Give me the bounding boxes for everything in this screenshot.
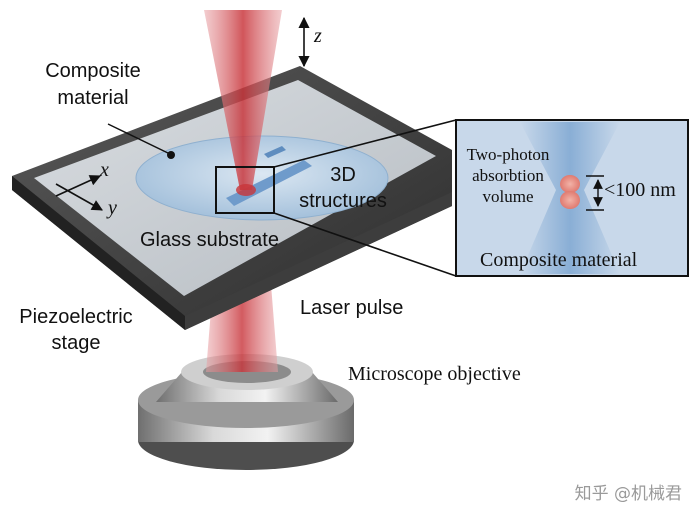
focus-region-box <box>215 166 275 214</box>
laser-focal-spot <box>236 184 256 196</box>
inset-zoom-panel <box>455 119 689 277</box>
x-axis-arrow <box>55 175 102 197</box>
inset-material-label: Composite material <box>480 249 638 271</box>
pointer-dot <box>167 151 175 159</box>
glass-substrate-label: Glass substrate <box>140 229 279 251</box>
3d-structures-label: 3D structures <box>299 164 387 212</box>
voxel-bottom <box>560 191 580 209</box>
composite-material-resin <box>135 135 389 221</box>
y-axis-arrow <box>55 183 103 211</box>
composite-material-label: Composite material <box>45 60 141 109</box>
y-axis-label: y <box>108 197 117 219</box>
size-label: <100 nm <box>604 179 676 201</box>
two-photon-volume-label: Two-photon absorbtion volume <box>466 145 550 206</box>
x-axis-label: x <box>100 159 109 181</box>
watermark: 知乎 @机械君 <box>574 484 682 504</box>
microscope-objective-label: Microscope objective <box>348 363 521 385</box>
laser-beam-upper <box>204 10 282 190</box>
z-axis-label: z <box>314 25 322 47</box>
composite-material-pointer <box>107 123 171 155</box>
inset-connector-top <box>273 119 457 168</box>
voxel-top <box>560 175 580 193</box>
inset-connector-bottom <box>273 212 457 277</box>
piezoelectric-stage-label: Piezoelectric stage <box>19 306 133 354</box>
laser-pulse-label: Laser pulse <box>300 297 404 319</box>
